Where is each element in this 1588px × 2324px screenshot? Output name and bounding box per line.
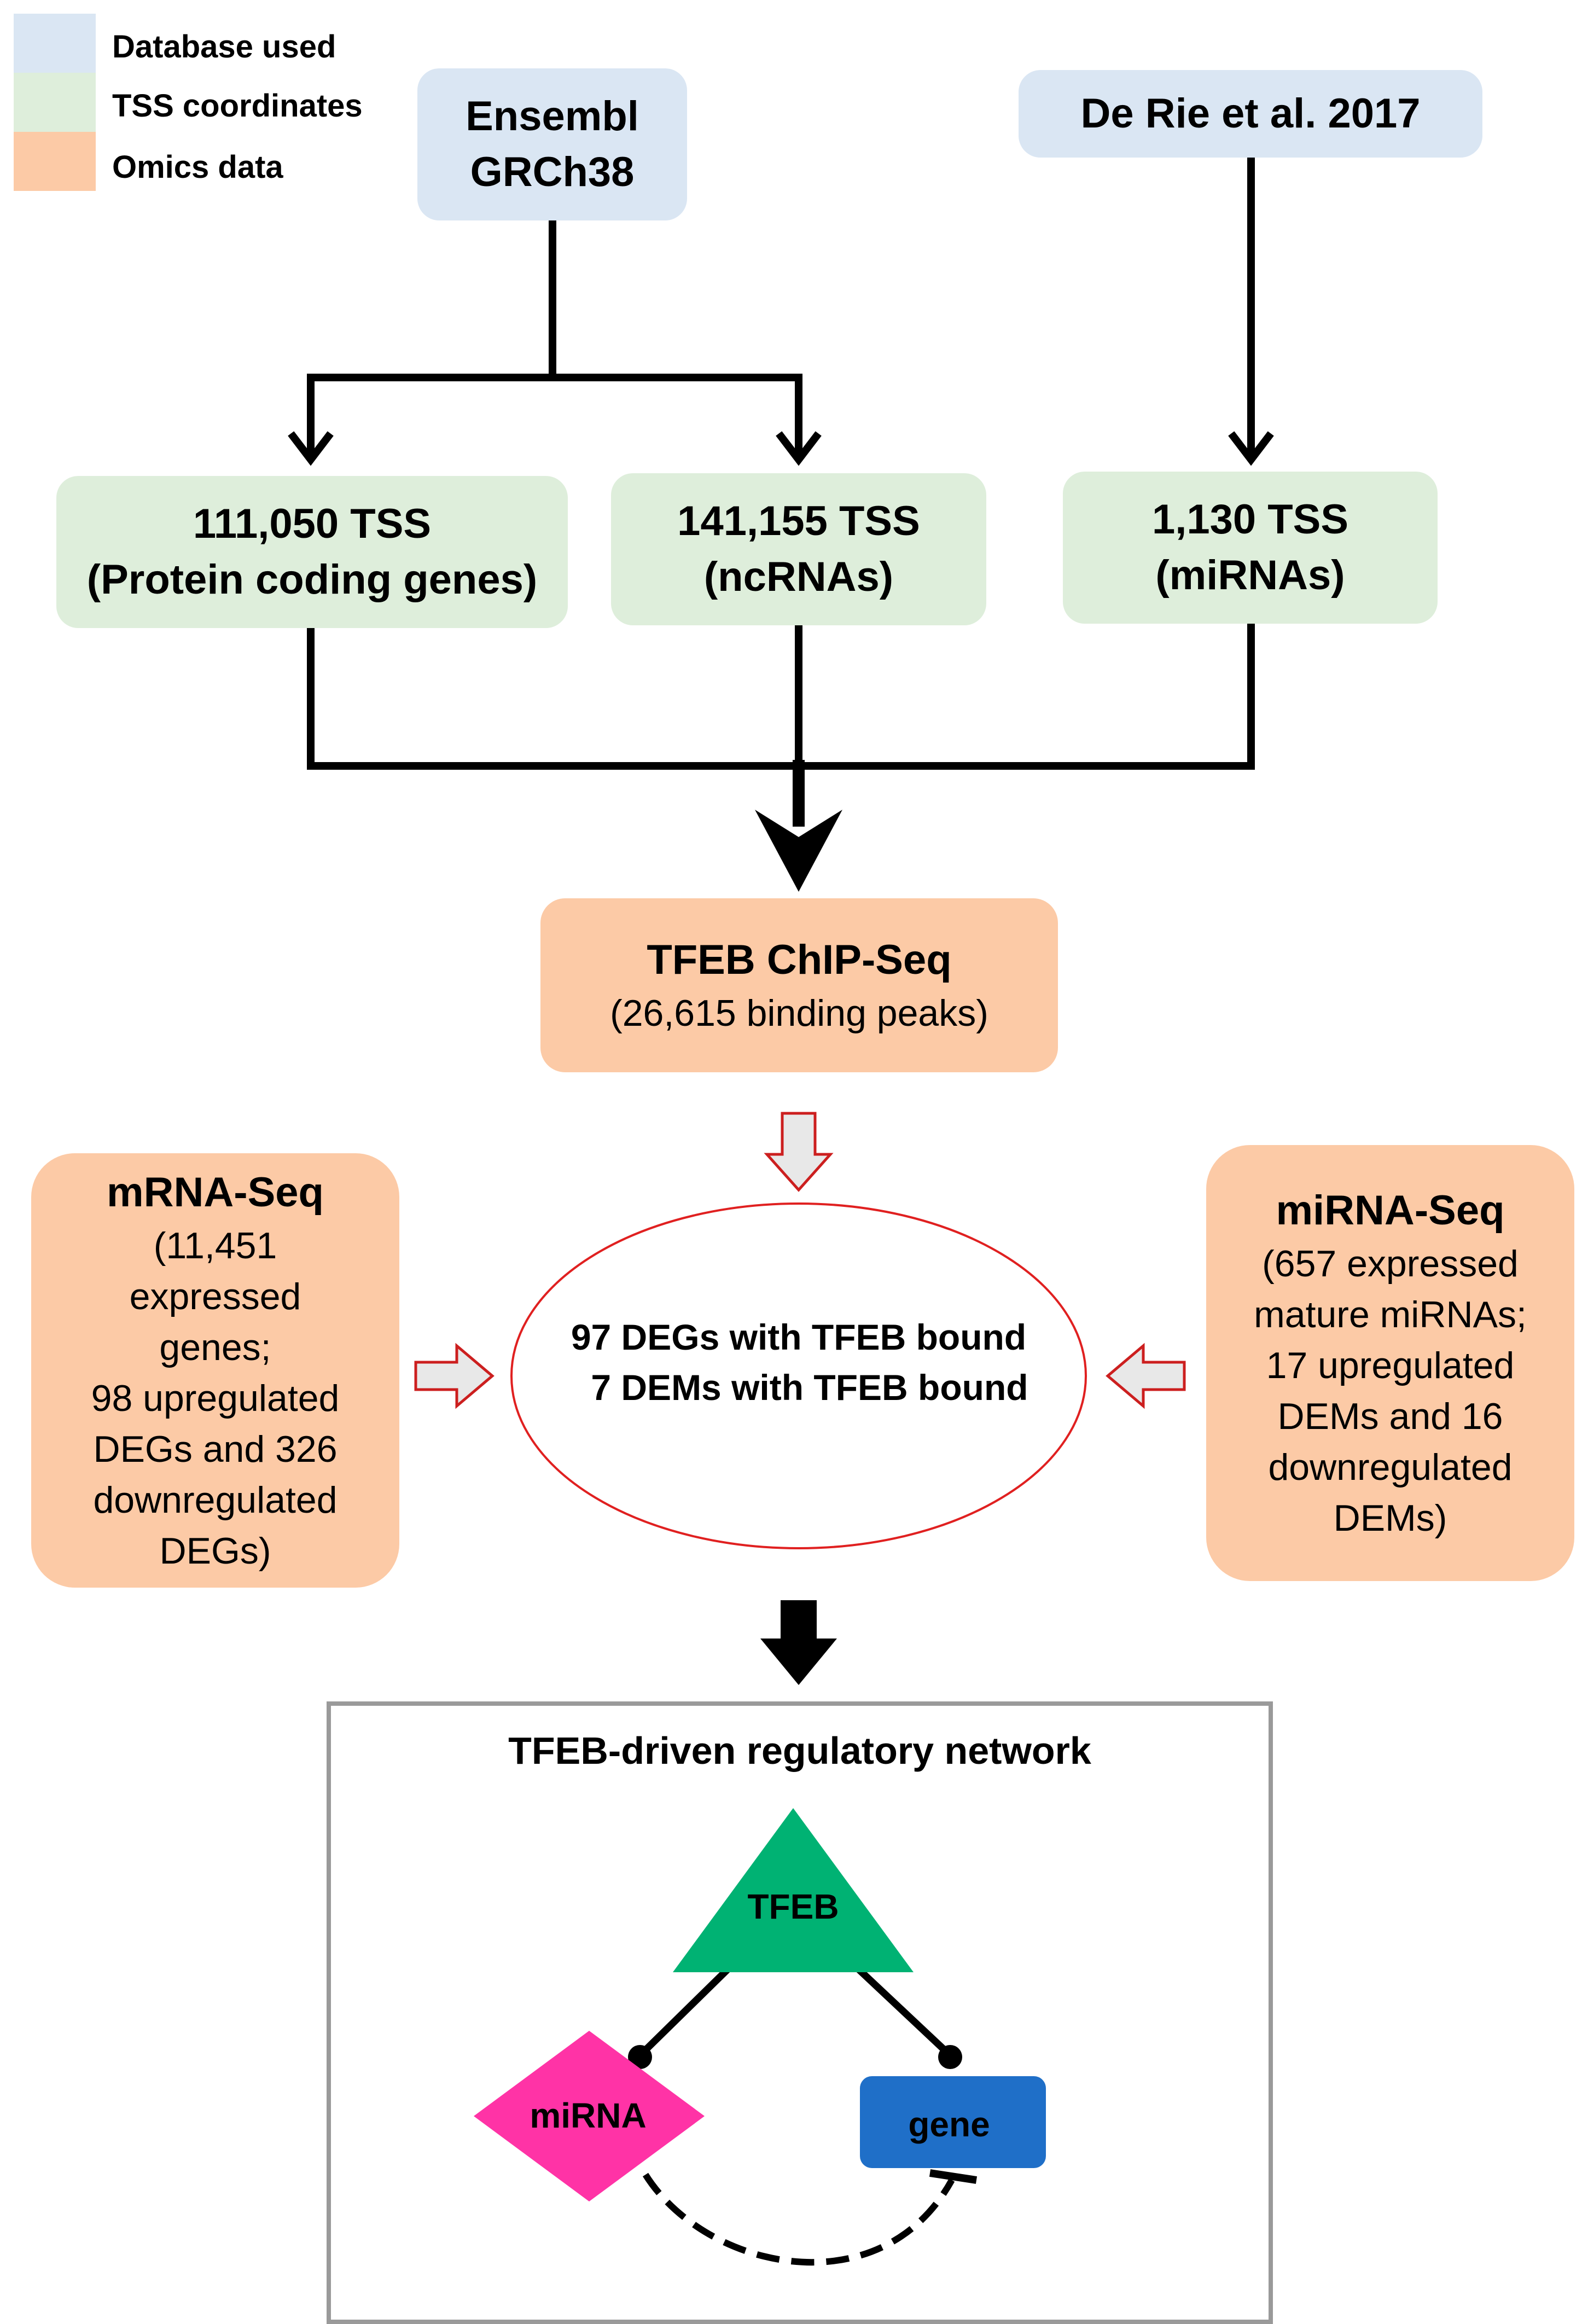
derie-box: De Rie et al. 2017 [1019,70,1482,158]
tss-protein-type: (Protein coding genes) [86,556,538,603]
edge-end-mirna [628,2045,652,2069]
chipseq-box: TFEB ChIP-Seq (26,615 binding peaks) [540,898,1058,1072]
mirnaseq-title: miRNA-Seq [1276,1187,1505,1234]
legend-label-omics: Omics data [112,149,283,185]
mirnaseq-line: 17 upregulated [1266,1344,1515,1386]
mirnaseq-line: DEMs and 16 [1277,1395,1503,1437]
mrnaseq-line: genes; [159,1326,271,1368]
tss-ncrna-box: 141,155 TSS (ncRNAs) [611,473,986,625]
red-arrow-left [1106,1343,1186,1409]
mirnaseq-line: mature miRNAs; [1254,1293,1527,1335]
ensembl-connector [307,218,802,458]
mirnaseq-line: downregulated [1268,1446,1513,1488]
derie-label: De Rie et al. 2017 [1080,90,1421,137]
ensembl-version: GRCh38 [470,149,635,195]
mrnaseq-line: expressed [129,1275,301,1317]
chipseq-detail: (26,615 binding peaks) [610,992,988,1034]
integration-dems: 7 DEMs with TFEB bound [591,1367,1028,1408]
legend-label-database: Database used [112,29,336,65]
mirnaseq-line: DEMs) [1333,1497,1447,1539]
chipseq-title: TFEB ChIP-Seq [647,936,952,983]
mrnaseq-line: DEGs) [159,1530,271,1572]
tss-mirna-type: (miRNAs) [1155,552,1345,599]
edge-mirna-gene-repression [642,2172,955,2266]
tss-mirna-box: 1,130 TSS (miRNAs) [1063,472,1438,624]
tfeb-node [673,1808,914,1972]
edge-tfeb-gene [856,1967,952,2057]
ensembl-box: Ensembl GRCh38 [417,68,687,220]
gene-node [860,2076,1046,2168]
arrowhead-mirna [1228,431,1274,466]
red-arrow-right [414,1343,495,1409]
mrnaseq-line: (11,451 [153,1224,277,1266]
ensembl-name: Ensembl [466,93,639,140]
mirna-node [474,2031,705,2201]
gene-label: gene [908,2105,990,2144]
tss-merge-connector [307,620,1255,770]
integration-degs: 97 DEGs with TFEB bound [571,1317,1027,1357]
repression-bar [929,2169,978,2184]
arrowhead-protein [288,431,334,466]
legend-swatch-tss [14,73,96,132]
tss-ncrna-count: 141,155 TSS [677,498,920,544]
tss-ncrna-type: (ncRNAs) [703,554,894,600]
edge-tfeb-mirna [638,1967,730,2057]
red-arrow-down [764,1112,834,1192]
mirnaseq-line: (657 expressed [1262,1242,1519,1285]
network-title: TFEB-driven regulatory network [508,1729,1091,1772]
mrnaseq-line: downregulated [93,1479,338,1521]
edge-end-gene [938,2045,962,2069]
mrnaseq-title: mRNA-Seq [107,1169,324,1216]
mirnaseq-box: miRNA-Seq (657 expressed mature miRNAs; … [1206,1145,1574,1581]
mrnaseq-line: DEGs and 326 [93,1428,338,1470]
legend-label-tss: TSS coordinates [112,88,363,124]
arrowhead-chipseq [755,810,842,892]
mrnaseq-box: mRNA-Seq (11,451 expressed genes; 98 upr… [31,1153,399,1588]
integration-ellipse [510,1202,1087,1549]
tss-protein-box: 111,050 TSS (Protein coding genes) [56,476,568,628]
black-arrow-network [760,1600,837,1685]
tss-protein-count: 111,050 TSS [193,501,432,547]
mrnaseq-line: 98 upregulated [91,1377,340,1419]
mirna-label: miRNA [530,2096,647,2135]
arrowhead-ncrna [776,431,822,466]
tss-mirna-count: 1,130 TSS [1151,496,1349,543]
tfeb-label: TFEB [747,1887,839,1926]
legend-swatch-database [14,14,96,73]
legend-swatch-omics [14,132,96,191]
